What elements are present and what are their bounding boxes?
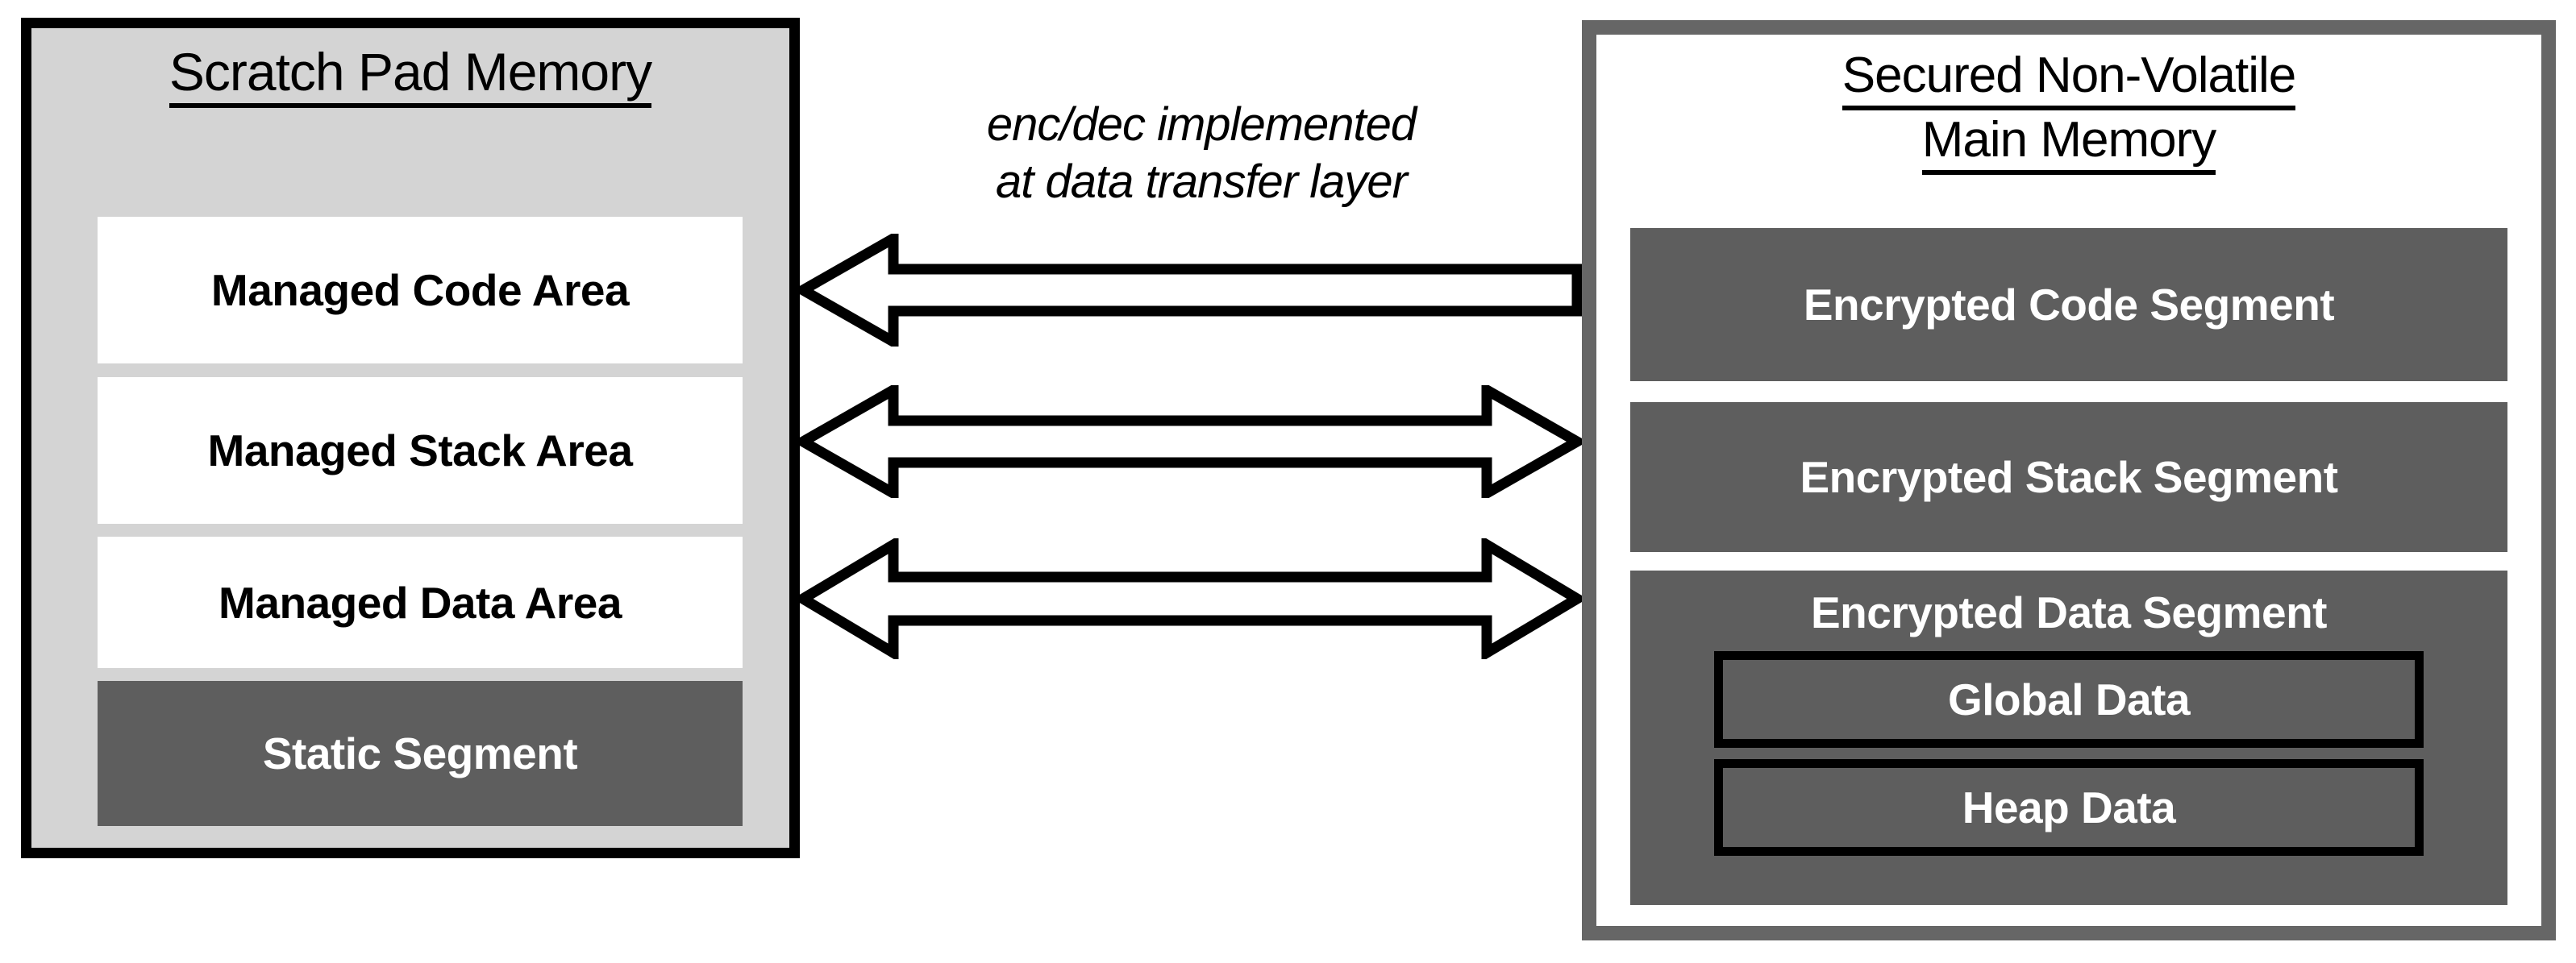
encrypted-data-segment-label: Encrypted Data Segment bbox=[1810, 587, 2328, 637]
code-transfer-arrow bbox=[798, 234, 1582, 347]
arrow-left-right-icon bbox=[798, 385, 1582, 498]
heap-data-box: Heap Data bbox=[1714, 759, 2424, 856]
managed-code-area-box: Managed Code Area bbox=[98, 217, 743, 363]
managed-stack-area-label: Managed Stack Area bbox=[207, 425, 633, 475]
encrypted-code-segment-label: Encrypted Code Segment bbox=[1803, 280, 2335, 330]
static-segment-label: Static Segment bbox=[262, 728, 578, 778]
encrypted-code-segment-box: Encrypted Code Segment bbox=[1630, 228, 2507, 381]
arrow-left-right-icon bbox=[798, 538, 1582, 659]
scratch-pad-memory-panel: Scratch Pad Memory Managed Code Area Man… bbox=[21, 18, 800, 858]
managed-data-area-label: Managed Data Area bbox=[218, 577, 622, 628]
managed-stack-area-box: Managed Stack Area bbox=[98, 377, 743, 524]
arrow-left-icon bbox=[798, 234, 1582, 347]
enc-dec-caption-line1: enc/dec implemented bbox=[986, 98, 1417, 151]
secured-nvm-title-line2: Main Memory bbox=[1921, 110, 2216, 176]
secured-nvm-title-line1: Secured Non-Volatile bbox=[1841, 46, 2296, 111]
global-data-box: Global Data bbox=[1714, 651, 2424, 748]
enc-dec-caption: enc/dec implemented at data transfer lay… bbox=[855, 97, 1548, 211]
enc-dec-caption-line2: at data transfer layer bbox=[996, 155, 1408, 208]
encrypted-stack-segment-box: Encrypted Stack Segment bbox=[1630, 402, 2507, 552]
stack-transfer-arrow bbox=[798, 385, 1582, 498]
heap-data-label: Heap Data bbox=[1962, 782, 2176, 832]
scratch-pad-memory-title: Scratch Pad Memory bbox=[31, 41, 789, 108]
secured-nvm-panel: Secured Non-Volatile Main Memory Encrypt… bbox=[1582, 20, 2556, 940]
encrypted-data-segment-box: Encrypted Data Segment Global Data Heap … bbox=[1630, 571, 2507, 905]
encrypted-stack-segment-label: Encrypted Stack Segment bbox=[1800, 452, 2338, 502]
managed-code-area-label: Managed Code Area bbox=[210, 265, 630, 315]
secured-nvm-title: Secured Non-Volatile Main Memory bbox=[1596, 46, 2541, 176]
data-transfer-arrow bbox=[798, 538, 1582, 659]
static-segment-box: Static Segment bbox=[98, 681, 743, 826]
scratch-pad-memory-title-text: Scratch Pad Memory bbox=[169, 42, 652, 108]
global-data-label: Global Data bbox=[1947, 675, 2191, 724]
managed-data-area-box: Managed Data Area bbox=[98, 537, 743, 668]
